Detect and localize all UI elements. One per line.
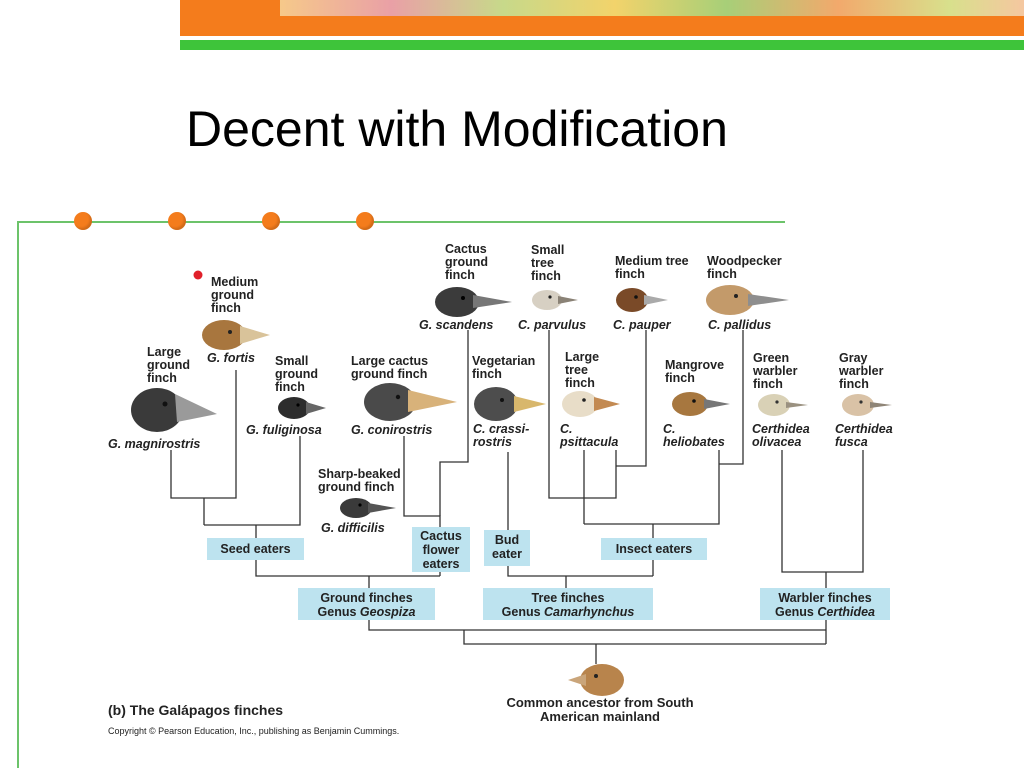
species-scientific-name: C. bbox=[663, 422, 676, 436]
bullet-dot bbox=[356, 212, 374, 230]
common-ancestor-finch-icon bbox=[568, 664, 624, 696]
frame-top-rule bbox=[17, 221, 785, 223]
species-scientific-name: heliobates bbox=[663, 435, 725, 449]
species-common-name: Medium tree finch bbox=[615, 254, 689, 281]
species-common-name: Small ground finch bbox=[275, 354, 319, 394]
bullet-dot bbox=[262, 212, 280, 230]
genus-label-tree-finches: Tree finches Genus Camarhynchus bbox=[483, 588, 653, 620]
diet-label-insect-eaters: Insect eaters bbox=[601, 538, 707, 560]
genus-line: Genus Camarhynchus bbox=[483, 605, 653, 619]
species-scientific-name: G. fuliginosa bbox=[246, 423, 322, 437]
decorative-banner bbox=[180, 0, 1024, 50]
species-common-name: Small tree finch bbox=[531, 243, 565, 283]
species-scientific-name: C. pallidus bbox=[708, 318, 772, 332]
species-scientific-name: G. magnirostris bbox=[108, 437, 201, 451]
vegetarian-finch-icon bbox=[474, 387, 546, 421]
species-common-name: Large tree finch bbox=[565, 350, 600, 390]
diet-label-bud-eater: Bud eater bbox=[484, 530, 530, 566]
species-common-name: Vegetarian finch bbox=[472, 354, 536, 381]
genus-label-ground-finches: Ground finches Genus Geospiza bbox=[298, 588, 435, 620]
species-common-name: Green warbler finch bbox=[753, 351, 798, 391]
species-common-name: Gray warbler finch bbox=[839, 351, 884, 391]
large-ground-finch-icon bbox=[131, 388, 217, 432]
species-common-name: Large ground finch bbox=[147, 345, 191, 385]
sharp-beaked-ground-finch-icon bbox=[340, 498, 396, 518]
species-scientific-name: G. scandens bbox=[419, 318, 494, 332]
species-scientific-name: Certhidea bbox=[752, 422, 810, 436]
genus-prefix: Genus bbox=[317, 605, 360, 619]
bullet-dot bbox=[168, 212, 186, 230]
genus-name: Certhidea bbox=[817, 605, 876, 619]
species-common-name: Sharp-beaked ground finch bbox=[318, 467, 401, 494]
red-marker-dot bbox=[193, 270, 203, 280]
genus-line: Genus Geospiza bbox=[298, 605, 435, 619]
frame-left-rule bbox=[17, 221, 19, 768]
genus-name: Geospiza bbox=[359, 605, 416, 619]
species-common-name: Medium ground finch bbox=[211, 275, 259, 315]
species-common-name: Large cactus ground finch bbox=[351, 354, 429, 381]
slide-title: Decent with Modification bbox=[186, 101, 728, 157]
mangrove-finch-icon bbox=[672, 392, 730, 416]
bullet-dot bbox=[74, 212, 92, 230]
large-cactus-ground-finch-icon bbox=[364, 383, 457, 421]
species-scientific-name: C. crassi- bbox=[473, 422, 530, 436]
green-warbler-finch-icon bbox=[758, 394, 808, 416]
species-scientific-name: Certhidea bbox=[835, 422, 893, 436]
species-scientific-name: C. parvulus bbox=[518, 318, 587, 332]
diet-label-cactus-flower-eaters: Cactus flower eaters bbox=[412, 527, 470, 572]
species-scientific-name: G. difficilis bbox=[321, 521, 385, 535]
genus-line: Genus Certhidea bbox=[760, 605, 890, 619]
small-tree-finch-icon bbox=[532, 290, 578, 310]
species-common-name: Mangrove finch bbox=[665, 358, 725, 385]
small-ground-finch-icon bbox=[278, 397, 326, 419]
species-scientific-name: psittacula bbox=[560, 435, 619, 449]
species-common-name: Cactus ground finch bbox=[445, 242, 489, 282]
genus-prefix: Genus bbox=[501, 605, 545, 619]
large-tree-finch-icon bbox=[562, 391, 620, 417]
species-scientific-name: fusca bbox=[835, 435, 868, 449]
species-scientific-name: C. bbox=[560, 422, 573, 436]
species-scientific-name: C. pauper bbox=[613, 318, 671, 332]
copyright-notice: Copyright © Pearson Education, Inc., pub… bbox=[108, 726, 400, 736]
gray-warbler-finch-icon bbox=[842, 394, 892, 416]
genus-group-name: Tree finches bbox=[531, 591, 605, 605]
woodpecker-finch-icon bbox=[706, 285, 789, 315]
species-scientific-name: olivacea bbox=[752, 435, 802, 449]
common-ancestor-label: Common ancestor from South American main… bbox=[506, 695, 694, 724]
species-common-name: Woodpecker finch bbox=[707, 254, 782, 281]
species-scientific-name: G. fortis bbox=[207, 351, 255, 365]
genus-label-warbler-finches: Warbler finches Genus Certhidea bbox=[760, 588, 890, 620]
figure-caption: (b) The Galápagos finches bbox=[108, 702, 284, 718]
medium-tree-finch-icon bbox=[616, 288, 668, 312]
genus-prefix: Genus bbox=[774, 605, 818, 619]
genus-group-name: Ground finches bbox=[320, 591, 413, 605]
species-scientific-name: rostris bbox=[473, 435, 512, 449]
species-scientific-name: G. conirostris bbox=[351, 423, 433, 437]
genus-name: Camarhynchus bbox=[544, 605, 635, 619]
medium-ground-finch-icon bbox=[202, 320, 270, 350]
genus-group-name: Warbler finches bbox=[778, 591, 872, 605]
cactus-ground-finch-icon bbox=[435, 287, 512, 317]
diet-label-seed-eaters: Seed eaters bbox=[207, 538, 304, 560]
